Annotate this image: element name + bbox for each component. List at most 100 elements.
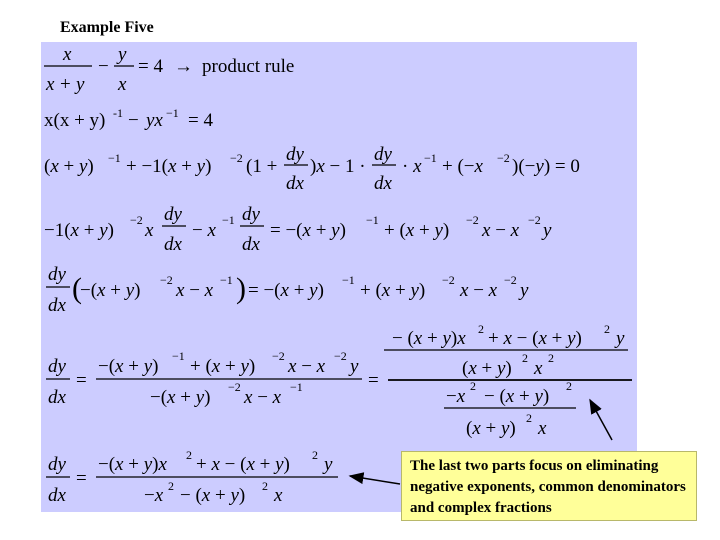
svg-text:−1: −1: [220, 273, 233, 287]
svg-text:−1: −1: [166, 106, 179, 120]
svg-text:+: +: [60, 74, 71, 95]
svg-text:· x: · x: [402, 156, 422, 177]
svg-text:−2: −2: [230, 151, 243, 165]
svg-text:−2: −2: [442, 273, 455, 287]
svg-text:)x − 1 ·: )x − 1 ·: [310, 156, 366, 177]
svg-text:−2: −2: [130, 213, 143, 227]
svg-text:2: 2: [312, 448, 318, 462]
svg-text:−: −: [98, 56, 109, 77]
svg-text:−(x + y): −(x + y): [150, 387, 210, 408]
svg-text:+ x − (x + y): + x − (x + y): [196, 454, 290, 475]
svg-text:dx: dx: [242, 234, 261, 255]
svg-text:(: (: [72, 272, 82, 305]
svg-text:2: 2: [604, 322, 610, 336]
svg-text:+ x − (x + y): + x − (x + y): [488, 328, 582, 349]
svg-text:−2: −2: [160, 273, 173, 287]
svg-text:dx: dx: [164, 234, 183, 255]
svg-text:2: 2: [262, 479, 268, 493]
svg-text:dy: dy: [164, 204, 183, 225]
svg-text:−1: −1: [424, 151, 437, 165]
svg-text:2: 2: [566, 379, 572, 393]
svg-text:x: x: [533, 358, 543, 379]
svg-text:x − x: x − x: [175, 280, 214, 301]
svg-text:−2: −2: [504, 273, 517, 287]
svg-text:+ (x + y): + (x + y): [384, 220, 449, 241]
svg-text:− (x + y)x: − (x + y)x: [392, 328, 466, 349]
svg-text:= −(x + y): = −(x + y): [270, 220, 346, 241]
slide-title: Example Five: [60, 19, 154, 36]
svg-text:−1(x + y): −1(x + y): [44, 220, 114, 241]
svg-text:x: x: [144, 220, 154, 241]
svg-text:dy: dy: [48, 454, 67, 475]
svg-text:+ (x + y): + (x + y): [360, 280, 425, 301]
svg-text:+ −1(x + y): + −1(x + y): [126, 156, 211, 177]
svg-text:+ (x + y): + (x + y): [190, 356, 255, 377]
svg-text:−1: −1: [222, 213, 235, 227]
svg-text:− (x + y): − (x + y): [180, 485, 245, 506]
svg-text:−1: −1: [290, 380, 303, 394]
svg-text:= 4: = 4: [138, 56, 163, 77]
svg-text:(x + y): (x + y): [466, 418, 516, 439]
svg-text:= −(x + y): = −(x + y): [248, 280, 324, 301]
svg-text:−2: −2: [466, 213, 479, 227]
svg-text:dy: dy: [286, 144, 305, 165]
svg-text:2: 2: [478, 322, 484, 336]
svg-text:(x + y): (x + y): [44, 156, 94, 177]
svg-text:dy: dy: [48, 264, 67, 285]
svg-text:− (x + y): − (x + y): [484, 386, 549, 407]
svg-text:−x: −x: [446, 386, 466, 407]
equation-line-6: dy dx = −(x + y) −1 + (x + y) −2 x − x −…: [46, 322, 632, 439]
svg-text:x: x: [45, 74, 55, 95]
svg-text:−1: −1: [172, 349, 185, 363]
svg-text:−2: −2: [528, 213, 541, 227]
svg-text:=: =: [76, 370, 87, 391]
svg-text:y: y: [348, 356, 359, 377]
svg-text:y: y: [74, 74, 85, 95]
svg-text:dx: dx: [48, 295, 67, 316]
svg-text:= 4: = 4: [188, 110, 213, 131]
svg-text:y: y: [614, 328, 625, 349]
svg-text:(1 +: (1 +: [246, 156, 277, 177]
svg-text:dx: dx: [48, 387, 67, 408]
svg-text:y: y: [518, 280, 529, 301]
svg-text:2: 2: [470, 379, 476, 393]
svg-text:−2: −2: [334, 349, 347, 363]
svg-text:x − x: x − x: [243, 387, 282, 408]
svg-text:=: =: [368, 370, 379, 391]
svg-text:→: →: [174, 56, 193, 77]
svg-text:x: x: [537, 418, 547, 439]
svg-text:yx: yx: [144, 110, 163, 131]
svg-text:y: y: [541, 220, 552, 241]
svg-text:x − x: x − x: [287, 356, 326, 377]
svg-text:2: 2: [526, 411, 532, 425]
svg-text:−x: −x: [144, 485, 164, 506]
equation-line-4: −1(x + y) −2 x dy dx − x −1 dy dx = −(x …: [44, 204, 552, 255]
callout-arrow-left: [348, 472, 401, 485]
svg-text:dx: dx: [374, 173, 393, 194]
svg-text:(x + y): (x + y): [462, 358, 512, 379]
svg-text:dy: dy: [374, 144, 393, 165]
svg-text:− x: − x: [192, 220, 216, 241]
svg-text:−1: −1: [366, 213, 379, 227]
svg-text:dy: dy: [48, 356, 67, 377]
svg-text:dx: dx: [286, 173, 305, 194]
explanation-callout: The last two parts focus on eliminating …: [401, 451, 697, 521]
equation-line-1: x x+y − y x = 4 → product rule: [44, 44, 294, 95]
equation-line-7: dy dx = −(x + y)x 2 + x − (x + y) 2 y −x…: [46, 448, 338, 506]
svg-text:dy: dy: [242, 204, 261, 225]
svg-text:−: −: [128, 110, 139, 131]
svg-text:x: x: [117, 74, 127, 95]
equation-line-2: x(x + y) -1 − yx −1 = 4: [44, 106, 213, 131]
svg-text:2: 2: [168, 479, 174, 493]
svg-text:2: 2: [186, 448, 192, 462]
svg-text:−1: −1: [342, 273, 355, 287]
callout-arrow-up: [589, 398, 613, 441]
equation-line-5: dy dx ( −(x + y) −2 x − x −1 ) = −(x + y…: [46, 264, 529, 316]
svg-text:product rule: product rule: [202, 56, 294, 77]
svg-text:x(x + y): x(x + y): [44, 110, 105, 131]
svg-text:−1: −1: [108, 151, 121, 165]
svg-text:x − x: x − x: [481, 220, 520, 241]
svg-text:)(−y) = 0: )(−y) = 0: [512, 156, 580, 177]
svg-text:−2: −2: [272, 349, 285, 363]
